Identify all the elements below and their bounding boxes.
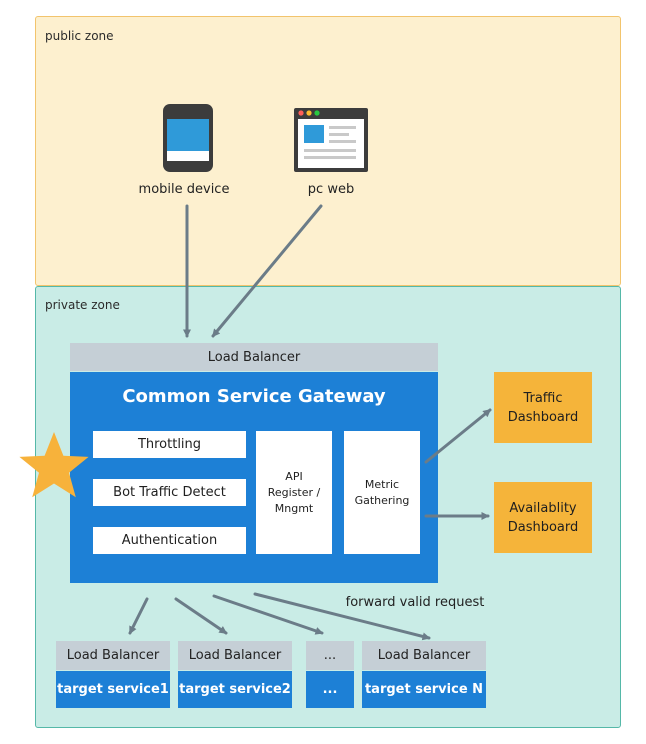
- metric-gathering-box: Metric Gathering: [344, 431, 420, 554]
- browser-window-icon: [294, 108, 368, 172]
- traffic-dashboard: Traffic Dashboard: [494, 372, 592, 443]
- forward-valid-request-label: forward valid request: [345, 595, 485, 610]
- star-icon: [19, 432, 89, 498]
- arrow-pc-to-lb: [211, 204, 323, 338]
- arrow-gateway-to-ellipsis: [212, 594, 324, 635]
- target-load-balancer-n: Load Balancer: [362, 641, 486, 670]
- arrow-gateway-to-service-n: [253, 592, 431, 641]
- public-zone-label: public zone: [45, 29, 114, 43]
- target-service-1: target service1: [56, 671, 170, 708]
- authentication-box: Authentication: [93, 527, 246, 554]
- arrow-gateway-to-service1: [128, 597, 149, 635]
- mobile-device-icon: [163, 104, 213, 172]
- arrow-gateway-to-service2: [174, 597, 228, 635]
- target-load-balancer-ellipsis: ...: [306, 641, 354, 670]
- target-service-2: target service2: [178, 671, 292, 708]
- target-service-n: target service N: [362, 671, 486, 708]
- api-register-box: API Register / Mngmt: [256, 431, 332, 554]
- private-zone-label: private zone: [45, 298, 120, 312]
- target-load-balancer-1: Load Balancer: [56, 641, 170, 670]
- pc-web-label: pc web: [307, 182, 355, 197]
- target-load-balancer-2: Load Balancer: [178, 641, 292, 670]
- target-service-ellipsis: ...: [306, 671, 354, 708]
- mobile-device-label: mobile device: [138, 182, 230, 197]
- bot-traffic-detect-box: Bot Traffic Detect: [93, 479, 246, 506]
- throttling-box: Throttling: [93, 431, 246, 458]
- arrow-metric-to-traffic: [424, 408, 492, 464]
- gateway-title: Common Service Gateway: [122, 386, 386, 407]
- gateway-load-balancer: Load Balancer: [70, 343, 438, 371]
- availability-dashboard: Availablity Dashboard: [494, 482, 592, 553]
